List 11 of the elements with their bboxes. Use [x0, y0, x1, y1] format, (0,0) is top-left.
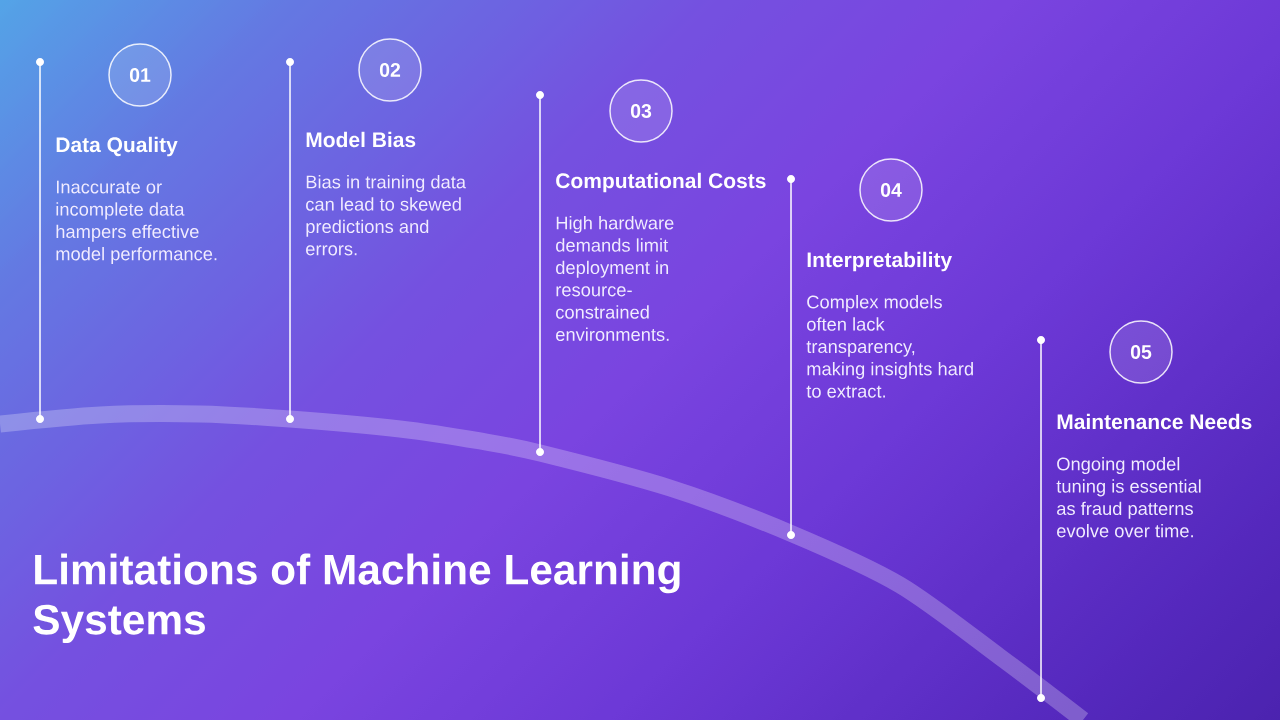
step-description: Ongoing model tuning is essential as fraud patterns evolve over time.	[1056, 457, 1201, 538]
step-description: Inaccurate or incomplete data hampers effective model performance.	[56, 180, 217, 264]
step-heading: Computational Costs	[556, 172, 766, 193]
step-heading: Maintenance Needs	[1057, 413, 1252, 430]
slide-title: Limitations of Machine Learning Systems	[33, 553, 680, 644]
step-heading: Interpretability	[807, 251, 953, 272]
step-description: High hardware demands limit deployment in resource-constrained environments.	[556, 216, 674, 341]
step-description: Bias in training data can lead to skewed predictions and errors.	[306, 175, 467, 256]
step-heading: Data Quality	[56, 136, 178, 157]
step-description: Complex models often lack transparency, making insights hard to extract.	[806, 295, 973, 398]
step-heading: Model Bias	[306, 131, 416, 148]
